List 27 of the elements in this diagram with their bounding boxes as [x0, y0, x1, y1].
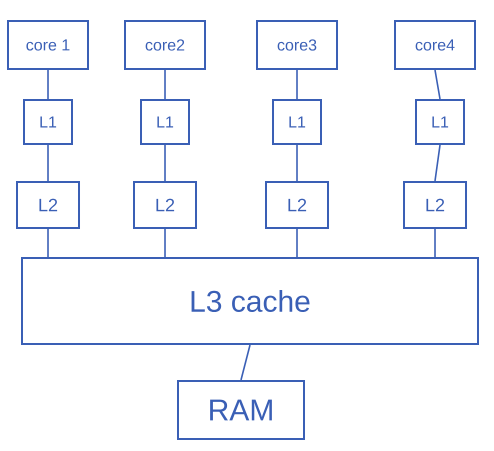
connector-line: [47, 70, 49, 99]
core-box: core4: [394, 20, 476, 70]
connector-line: [240, 344, 251, 380]
connector-line: [296, 229, 298, 257]
connector-line: [47, 145, 49, 181]
cache-box: L2: [265, 181, 329, 229]
cache-box: L1: [415, 99, 465, 145]
connector-line: [296, 70, 298, 99]
core-box: core 1: [7, 20, 89, 70]
connector-line: [164, 70, 166, 99]
cache-box: L2: [403, 181, 467, 229]
memory-box: RAM: [177, 380, 305, 440]
connector-line: [164, 145, 166, 181]
cache-box: L2: [133, 181, 197, 229]
core-box: core3: [256, 20, 338, 70]
connector-line: [434, 144, 441, 182]
connector-line: [434, 70, 441, 100]
connector-line: [434, 229, 436, 257]
connector-line: [296, 145, 298, 181]
cache-box: L1: [272, 99, 322, 145]
connector-line: [47, 229, 49, 257]
cache-box: L3 cache: [21, 257, 479, 345]
connector-line: [164, 229, 166, 257]
core-box: core2: [124, 20, 206, 70]
cache-box: L1: [140, 99, 190, 145]
cache-box: L2: [16, 181, 80, 229]
cache-box: L1: [23, 99, 73, 145]
